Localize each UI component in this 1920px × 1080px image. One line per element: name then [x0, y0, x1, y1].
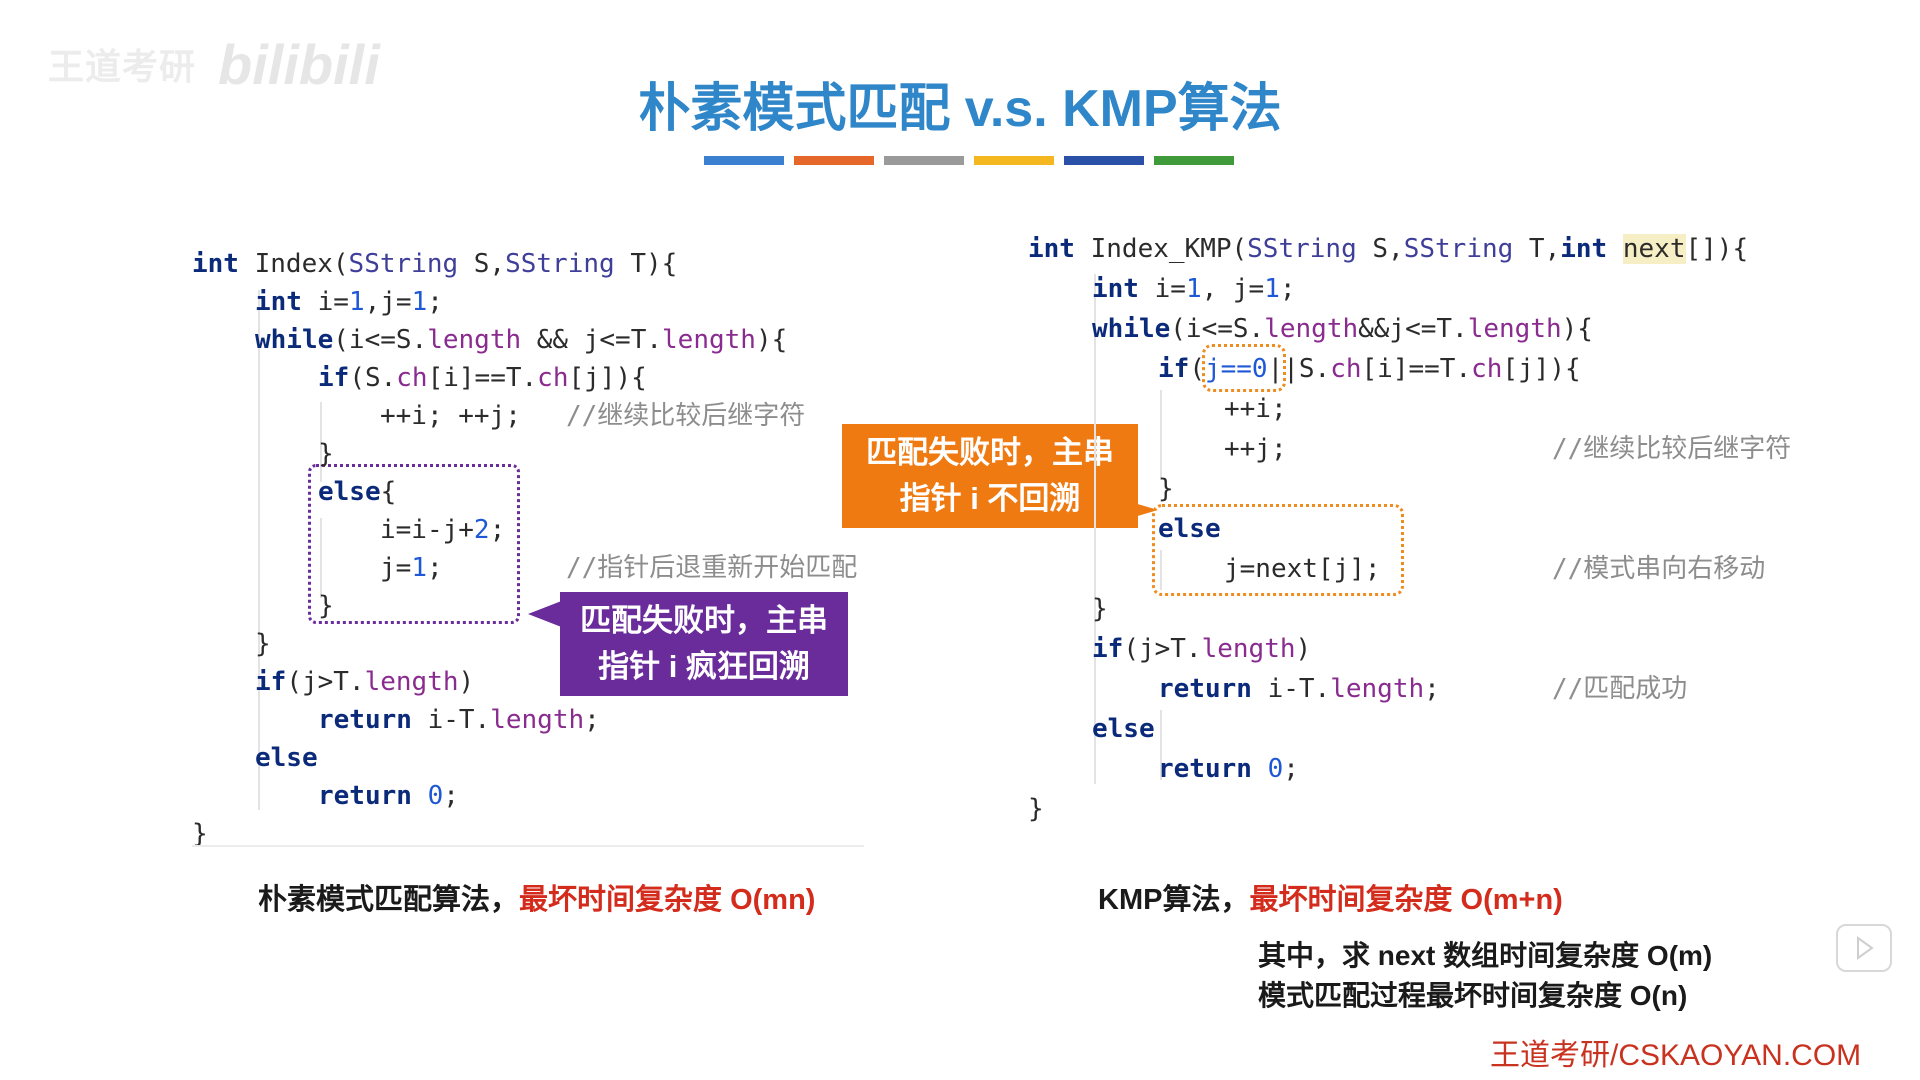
code-line: else — [1158, 514, 1221, 544]
code-line: } — [318, 439, 334, 469]
code-line: ++i; — [1224, 394, 1287, 424]
indent-guide — [258, 290, 260, 790]
code-line: else{ — [318, 477, 397, 507]
kmp-complexity-summary: KMP算法，最坏时间复杂度 O(m+n) — [1098, 884, 1563, 916]
footer-brand: 王道考研/CSKAOYAN.COM — [1490, 1039, 1862, 1072]
code-line: while(i<=S.length && j<=T.length){ — [255, 325, 788, 355]
code-line: j=1; — [380, 553, 443, 583]
code-line: return i-T.length; — [1158, 674, 1440, 704]
code-line: j=next[j]; — [1224, 554, 1381, 584]
code-line: int Index(SString S,SString T){ — [192, 249, 678, 279]
accent-bar — [794, 156, 874, 165]
code-line: ++i; ++j; — [380, 401, 521, 431]
code-comment: //继续比较后继字符 — [566, 401, 806, 431]
code-line: } — [1028, 794, 1044, 824]
naive-complexity-summary: 朴素模式匹配算法，最坏时间复杂度 O(mn) — [258, 884, 816, 916]
code-line: else — [1092, 714, 1155, 744]
code-line: } — [255, 629, 271, 659]
callout-line: 匹配失败时，主串 — [580, 603, 828, 638]
note-line: 其中，求 next 数组时间复杂度 O(m) — [1258, 940, 1713, 971]
kmp-complexity-notes: 其中，求 next 数组时间复杂度 O(m) 模式匹配过程最坏时间复杂度 O(n… — [1258, 936, 1712, 1016]
indent-guide — [1094, 274, 1096, 784]
code-comment: //指针后退重新开始匹配 — [566, 553, 858, 583]
code-line: if(j>T.length) — [1092, 634, 1312, 664]
note-line: 模式匹配过程最坏时间复杂度 O(n) — [1258, 980, 1688, 1011]
watermark-text: 王道考研 — [48, 46, 197, 87]
code-line: if(j==0||S.ch[i]==T.ch[j]){ — [1158, 354, 1581, 384]
code-line: else — [255, 743, 318, 773]
code-line: } — [318, 591, 334, 621]
play-glyph — [1857, 936, 1874, 960]
code-line: if(S.ch[i]==T.ch[j]){ — [318, 363, 647, 393]
code-line: } — [1092, 594, 1108, 624]
accent-bar — [974, 156, 1054, 165]
accent-bar — [1064, 156, 1144, 165]
indent-guide — [1160, 390, 1162, 480]
code-line: } — [1158, 474, 1174, 504]
code-line: int Index_KMP(SString S,SString T,int ne… — [1028, 234, 1749, 264]
next-param-highlight: next — [1622, 234, 1686, 264]
indent-guide — [320, 402, 322, 482]
slide-title: 朴素模式匹配 v.s. KMP算法 — [638, 80, 1282, 138]
code-line: return 0; — [318, 781, 459, 811]
code-line: int i=1,j=1; — [255, 287, 443, 317]
code-line: i=i-j+2; — [380, 515, 506, 545]
indent-guide — [1160, 710, 1162, 780]
condition-highlight — [1202, 344, 1286, 392]
else-branch-highlight — [308, 464, 520, 624]
bilibili-logo: bilibili — [218, 33, 380, 96]
accent-bar — [884, 156, 964, 165]
code-line: return 0; — [1158, 754, 1299, 784]
code-line: } — [192, 819, 208, 849]
callout-naive: 匹配失败时，主串 指针 i 疯狂回溯 — [560, 592, 848, 696]
callout-kmp: 匹配失败时，主串 指针 i 不回溯 — [842, 424, 1138, 528]
code-line: int i=1, j=1; — [1092, 274, 1296, 304]
callout-pointer — [528, 600, 564, 628]
callout-line: 指针 i 不回溯 — [899, 481, 1081, 516]
accent-bars — [704, 156, 1234, 165]
divider — [192, 845, 864, 847]
play-icon[interactable] — [1836, 924, 1892, 972]
code-comment: //匹配成功 — [1552, 674, 1688, 704]
indent-guide — [258, 720, 260, 810]
callout-line: 指针 i 疯狂回溯 — [598, 649, 810, 684]
accent-bar — [1154, 156, 1234, 165]
callout-pointer — [1110, 496, 1158, 524]
indent-guide — [1160, 550, 1162, 590]
accent-bar — [704, 156, 784, 165]
code-line: return i-T.length; — [318, 705, 600, 735]
callout-line: 匹配失败时，主串 — [866, 435, 1114, 470]
else-branch-highlight — [1152, 504, 1404, 596]
code-comment: //继续比较后继字符 — [1552, 434, 1792, 464]
code-line: if(j>T.length) — [255, 667, 475, 697]
code-line: ++j; — [1224, 434, 1287, 464]
indent-guide — [320, 518, 322, 598]
code-line: while(i<=S.length&&j<=T.length){ — [1092, 314, 1593, 344]
code-comment: //模式串向右移动 — [1552, 554, 1766, 584]
